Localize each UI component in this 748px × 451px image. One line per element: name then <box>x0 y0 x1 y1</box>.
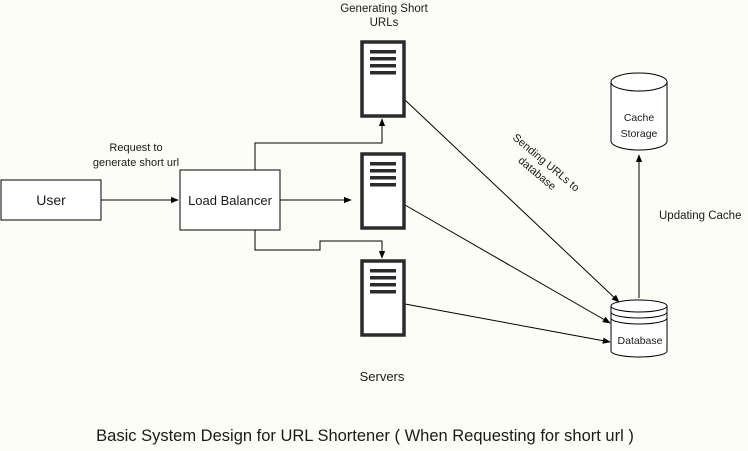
load-balancer-node: Load Balancer <box>179 169 281 231</box>
lb-to-server-top-arrow <box>254 118 386 170</box>
user-label: User <box>36 192 66 208</box>
request-label-line1: Request to <box>109 142 162 154</box>
updating-cache-label: Updating Cache <box>659 210 741 222</box>
servers-label: Servers <box>360 369 405 384</box>
server-middle-to-db-arrow <box>404 204 611 324</box>
cache-label-line2: Storage <box>621 128 658 140</box>
server-top-icon <box>360 40 406 118</box>
generating-label-line1: Generating Short <box>340 3 428 15</box>
server-middle-icon <box>360 152 406 230</box>
server-top-to-db-arrow <box>404 99 620 303</box>
user-node: User <box>0 179 102 221</box>
sending-label: Sending URLs to database <box>510 132 581 195</box>
cache-storage-node: Cache Storage <box>610 72 668 151</box>
diagram-caption: Basic System Design for URL Shortener ( … <box>96 427 634 445</box>
database-node: Database <box>610 299 668 358</box>
generating-label-line2: URLs <box>370 17 399 29</box>
lb-to-server-bottom-arrow <box>254 230 386 259</box>
server-bottom-to-db-arrow <box>404 303 611 344</box>
request-label-line2: generate short url <box>93 157 179 169</box>
cache-label-line1: Cache <box>624 112 655 124</box>
connectors <box>101 99 643 344</box>
database-label: Database <box>618 335 663 347</box>
load-balancer-label: Load Balancer <box>188 193 273 208</box>
server-bottom-icon <box>360 259 406 337</box>
